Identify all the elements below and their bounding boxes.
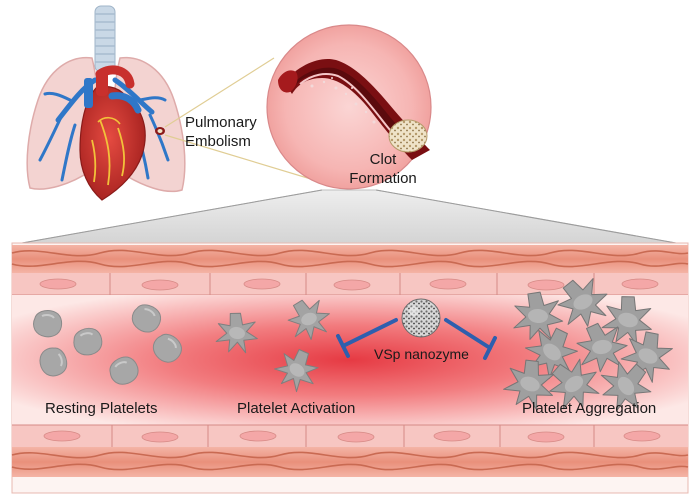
vessel-wall-bottom bbox=[11, 447, 689, 477]
clot-formation-label: Clot Formation bbox=[343, 150, 423, 188]
pulmonary-embolism-line2: Embolism bbox=[185, 133, 251, 150]
artery-cross-section bbox=[278, 58, 430, 160]
lungs-heart-illustration bbox=[26, 5, 186, 201]
platelet-activation-label: Platelet Activation bbox=[237, 400, 356, 417]
resting-platelets-label: Resting Platelets bbox=[45, 400, 158, 417]
heart bbox=[79, 65, 146, 201]
clot-formation-line2: Formation bbox=[349, 170, 417, 187]
inhibition-arrow-left bbox=[336, 318, 398, 358]
vsp-nanozyme-label: VSp nanozyme bbox=[374, 346, 469, 362]
pulmonary-embolism-line1: Pulmonary bbox=[185, 114, 257, 131]
inhibition-arrow-right bbox=[444, 318, 497, 360]
vessel-zoom-frame bbox=[21, 189, 677, 244]
trachea bbox=[94, 5, 116, 73]
endothelium-bottom bbox=[12, 424, 688, 447]
vsp-nanozyme bbox=[401, 298, 441, 338]
lung-clot-marker bbox=[155, 127, 165, 135]
pulmonary-embolism-label: Pulmonary Embolism bbox=[185, 113, 257, 151]
clot-zoom-circle bbox=[266, 24, 432, 190]
vessel-wall-top bbox=[11, 245, 689, 273]
platelet-aggregation-label: Platelet Aggregation bbox=[522, 400, 657, 417]
zoom-connectors bbox=[164, 57, 335, 187]
clot-formation-line1: Clot bbox=[369, 151, 397, 168]
